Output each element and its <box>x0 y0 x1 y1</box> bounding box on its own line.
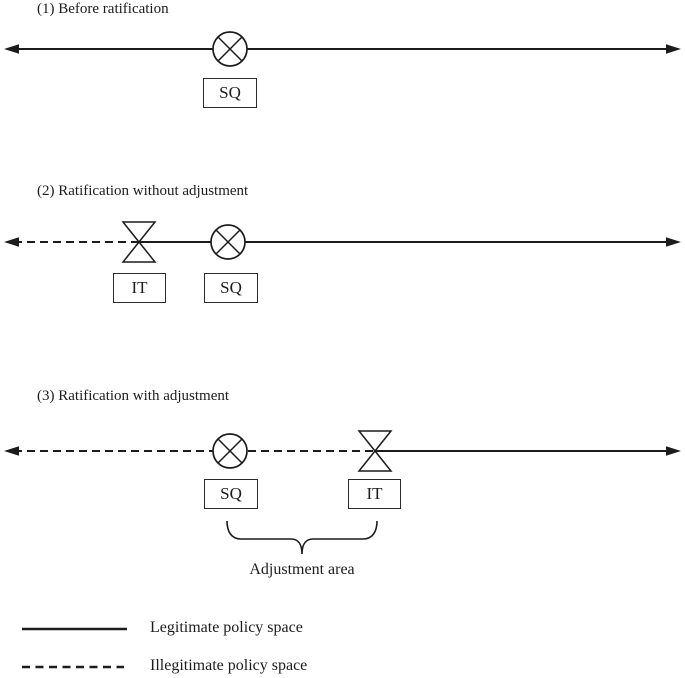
panel3-ideal-treaty-label-box: IT <box>348 479 401 509</box>
panel3-arrowhead-right-icon <box>666 446 681 456</box>
panel2-title: (2) Ratification without adjustment <box>37 183 249 199</box>
legend-illegitimate-label: Illegitimate policy space <box>150 657 308 674</box>
panel3-ideal-treaty-symbol-bottom <box>357 449 393 472</box>
adjustment-area-label: Adjustment area <box>249 561 355 578</box>
panel1-arrowhead-left-icon <box>4 44 19 54</box>
panel3-axis <box>4 430 681 555</box>
legend-samples <box>22 627 127 669</box>
panel1-status-quo-label-box: SQ <box>203 78 257 108</box>
panel2-ideal-treaty-symbol-bottom <box>121 240 157 263</box>
panel2-arrowhead-left-icon <box>4 237 19 247</box>
panel2-arrowhead-right-icon <box>666 237 681 247</box>
panel2-ideal-treaty-symbol-top <box>121 221 157 244</box>
panel3-title: (3) Ratification with adjustment <box>37 388 230 404</box>
panel3-status-quo-cross-2 <box>217 438 243 464</box>
panel2-status-quo-cross-2 <box>215 229 241 255</box>
adjustment-brace <box>226 520 378 555</box>
panel3-arrowhead-left-icon <box>4 446 19 456</box>
panel3-status-quo-label-box: SQ <box>204 479 258 509</box>
panel1-status-quo-cross-2 <box>217 36 243 62</box>
legend-legitimate-label: Legitimate policy space <box>150 619 303 636</box>
panel3-ideal-treaty-symbol-top <box>357 430 393 453</box>
panel1-arrowhead-right-icon <box>666 44 681 54</box>
panel2-ideal-treaty-label-box: IT <box>113 273 166 303</box>
panel2-axis <box>4 221 681 263</box>
panel1-title: (1) Before ratification <box>37 1 169 17</box>
panel2-status-quo-label-box: SQ <box>204 273 258 303</box>
panel1-axis <box>4 31 681 67</box>
